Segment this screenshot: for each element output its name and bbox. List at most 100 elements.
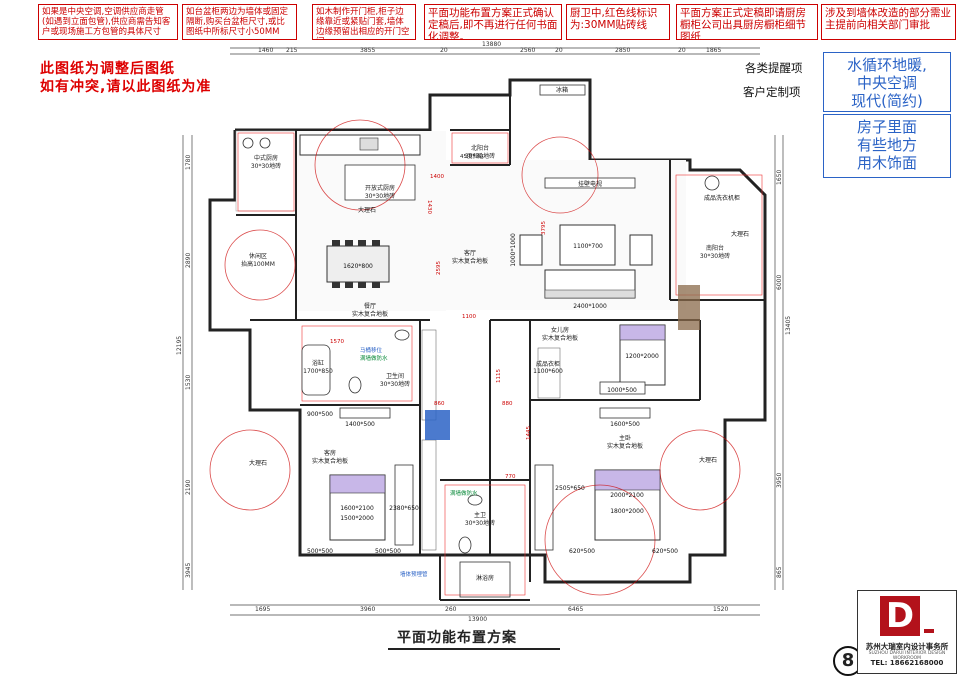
page-number: 8 bbox=[833, 646, 863, 676]
dim-top-4: 2560 bbox=[520, 47, 535, 54]
sofa-set bbox=[519, 224, 653, 299]
shower-room bbox=[459, 561, 511, 598]
note-toilet-move: 马桶移位 bbox=[360, 346, 383, 354]
dim-inner-10: 1400 bbox=[430, 174, 444, 180]
tv-cabinet-guest bbox=[339, 407, 391, 419]
room-shower: 淋浴房 bbox=[476, 574, 494, 582]
note-waterproof-2: 满墙做防水 bbox=[450, 489, 478, 497]
dim-right-total: 13405 bbox=[785, 316, 792, 335]
closet-column-hall bbox=[421, 329, 561, 551]
dim-right-3: 865 bbox=[776, 566, 783, 578]
wardrobe-guest bbox=[394, 464, 414, 546]
dim-right-0: 1650 bbox=[776, 170, 783, 185]
dim-left-2: 1530 bbox=[185, 375, 192, 390]
label-tv-master: 1600*500 bbox=[610, 421, 640, 428]
left-dimension-line bbox=[182, 135, 193, 590]
dim-left-3: 2190 bbox=[185, 480, 192, 495]
label-closet-size: 1100*600 bbox=[533, 368, 563, 375]
logo-company-en: SUZHOU DARUI INTERIOR DESIGN WORKROOM bbox=[868, 651, 946, 661]
note-final: 平面功能布置方案正式确认定稿后,即不再进行任何书面化调整。 bbox=[424, 4, 562, 40]
label-side: 1000*1000 bbox=[510, 233, 517, 267]
room-daughter: 女儿房 bbox=[551, 326, 569, 334]
label-vanity: 900*500 bbox=[307, 411, 333, 418]
note-tile: 厨卫中,红色线标识为:30MM贴砖线 bbox=[566, 4, 670, 40]
room-south-balcony: 南阳台 bbox=[706, 244, 724, 252]
room-north-balcony: 北阳台 bbox=[471, 144, 489, 152]
room-kitchen-open-detail: 30*30地砖 bbox=[365, 192, 395, 200]
logo-letter: D bbox=[880, 596, 920, 636]
label-wardrobe2: 2505*650 bbox=[555, 485, 585, 492]
label-bed3: 2000*2100 bbox=[610, 492, 644, 499]
room-kitchen-cn: 中式厨房 bbox=[254, 154, 278, 162]
note-basin: 如台盆柜两边为墙体或固定隔断,购买台盆柜尺寸,或比图纸中所标尺寸小50MM bbox=[182, 4, 297, 40]
dim-right-2: 3950 bbox=[776, 473, 783, 488]
room-master-bath: 主卫 bbox=[474, 511, 486, 519]
client-wood-line-1: 房子里面 bbox=[856, 118, 917, 136]
room-living: 客厅 bbox=[464, 249, 476, 257]
dim-left-0: 1780 bbox=[185, 155, 192, 170]
dim-inner-3: 1100 bbox=[462, 314, 476, 320]
client-wood-line-2: 有些地方 bbox=[856, 136, 917, 154]
interior-walls bbox=[236, 95, 765, 601]
fridge bbox=[539, 84, 586, 96]
room-living-detail: 实木复合地板 bbox=[452, 257, 488, 265]
room-bathroom: 卫生间 bbox=[386, 372, 404, 380]
balcony-south bbox=[678, 285, 700, 330]
dim-bottom-4: 1520 bbox=[713, 606, 728, 613]
note-waterproof-1: 满墙做防水 bbox=[360, 354, 388, 362]
dim-bottom-0: 1695 bbox=[255, 606, 270, 613]
logo-company-name: 苏州大瑞室内设计事务所 bbox=[865, 642, 949, 651]
dim-top-total: 13880 bbox=[482, 41, 501, 48]
room-master: 主卧 bbox=[619, 434, 631, 442]
stove-burner-1 bbox=[242, 137, 254, 149]
drawing-title: 平面功能布置方案 bbox=[397, 630, 517, 646]
bed-master bbox=[594, 469, 661, 541]
dim-left-total: 12195 bbox=[176, 336, 183, 355]
toilet-master bbox=[458, 536, 472, 554]
label-bed-end-guest: 500*500 bbox=[307, 548, 333, 555]
washbasin-main bbox=[394, 329, 410, 341]
note-drain: 墙体预埋管 bbox=[400, 570, 428, 578]
client-line-ac: 中央空调 bbox=[856, 74, 917, 92]
logo-phone: TEL: 18662168000 bbox=[870, 659, 944, 667]
dim-top-8: 1865 bbox=[706, 47, 721, 54]
note-kitchen: 平面方案正式定稿即请厨房橱柜公司出具厨房橱柜细节图纸 bbox=[676, 4, 818, 40]
dim-bottom-3: 6465 bbox=[568, 606, 583, 613]
room-guest: 客房 bbox=[324, 449, 336, 457]
dim-inner-6: 880 bbox=[502, 401, 513, 407]
room-dining-detail: 实木复合地板 bbox=[352, 310, 388, 318]
label-bed-end-master-2: 620*500 bbox=[652, 548, 678, 555]
note-ac: 如果是中央空调,空调供应商走管(如遇到立面包管),供应商需告知客户或现场施工方包… bbox=[38, 4, 178, 40]
room-bathroom-detail: 30*30地砖 bbox=[380, 380, 410, 388]
logo-bar bbox=[924, 629, 934, 633]
note-cabinet: 如木制作开门柜,柜子边缘靠近或紧贴门套,墙体边缘预留出相应的开门空间。 bbox=[312, 4, 416, 40]
client-line-heating: 水循环地暖, bbox=[847, 56, 927, 74]
dim-bottom-1: 3960 bbox=[360, 606, 375, 613]
warning-line-2: 如有冲突,请以此图纸为准 bbox=[40, 79, 212, 95]
dining-floor bbox=[296, 131, 446, 311]
dim-inner-9: 1570 bbox=[330, 339, 344, 345]
label-marble-1: 大理石 bbox=[358, 206, 376, 214]
room-kitchen-cn-detail: 30*30地砖 bbox=[251, 162, 281, 170]
room-bathtub-detail: 1700*850 bbox=[303, 368, 333, 375]
label-bed2b: 1500*2000 bbox=[340, 515, 374, 522]
client-wood-line-3: 用木饰面 bbox=[856, 154, 917, 172]
toilet-main bbox=[348, 376, 362, 394]
room-dining: 餐厅 bbox=[364, 302, 376, 310]
laundry-machine bbox=[704, 175, 720, 191]
dim-top-1: 215 bbox=[286, 47, 298, 54]
company-logo: D 苏州大瑞室内设计事务所 SUZHOU DARUI INTERIOR DESI… bbox=[857, 590, 957, 674]
warning-line-1: 此图纸为调整后图纸 bbox=[40, 61, 175, 77]
label-closet: 成品衣柜 bbox=[536, 360, 560, 368]
label-tv-living: 挂壁电视 bbox=[578, 180, 602, 188]
label-desk: 1000*500 bbox=[607, 387, 637, 394]
sink bbox=[359, 137, 379, 151]
dim-top-2: 3855 bbox=[360, 47, 375, 54]
bottom-dimension-line bbox=[230, 604, 760, 616]
title-underline bbox=[388, 648, 560, 650]
bathtub bbox=[301, 344, 331, 396]
label-marble-4: 大理石 bbox=[731, 230, 749, 238]
bed-daughter bbox=[619, 324, 666, 386]
stove-burner-2 bbox=[259, 137, 271, 149]
